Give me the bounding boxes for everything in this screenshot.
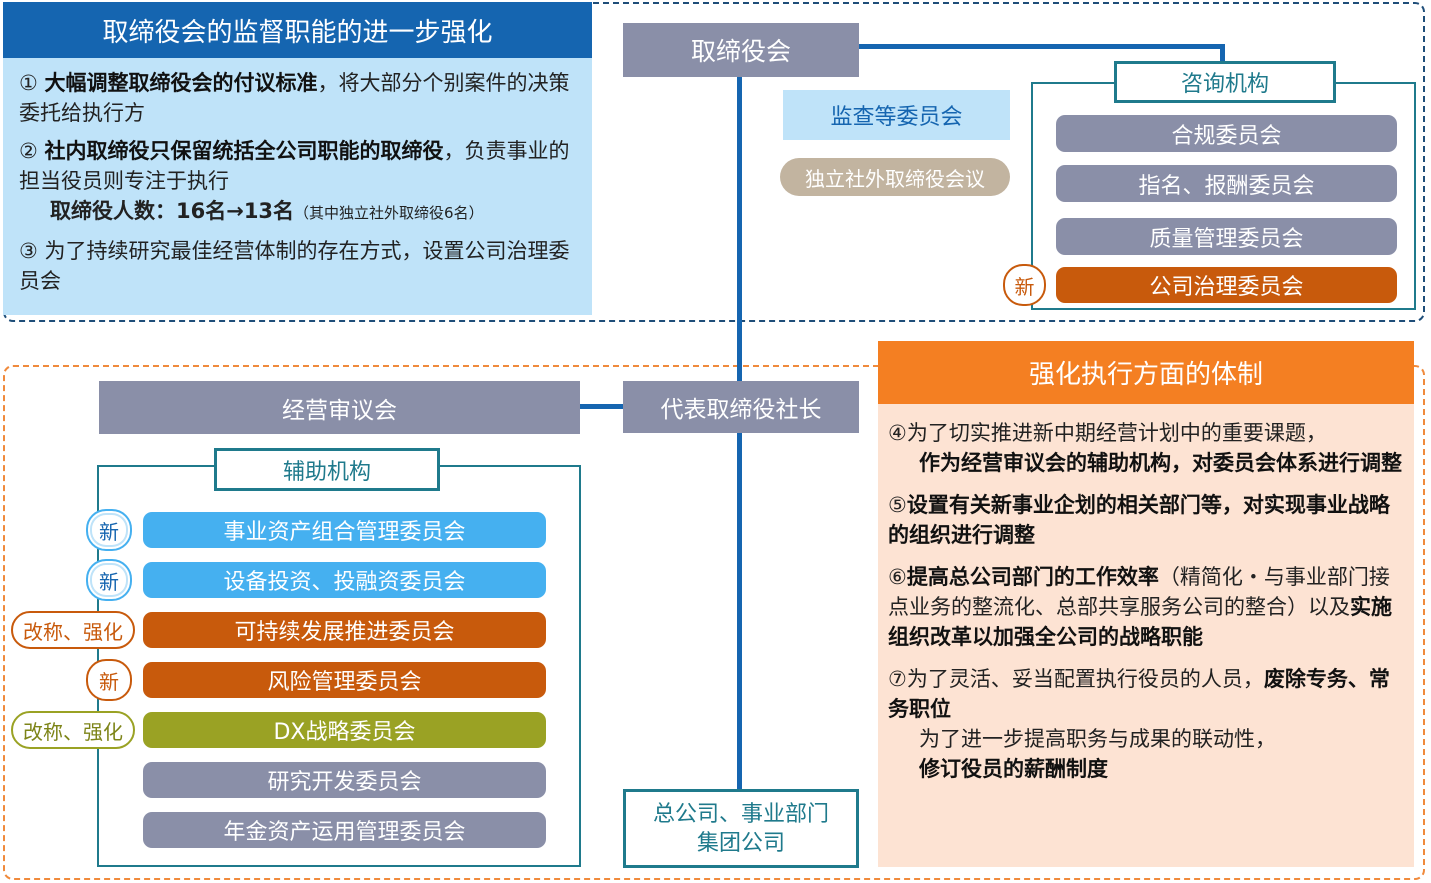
audit-committee-box: 监查等委员会 bbox=[783, 90, 1010, 140]
connector-board-to-advisory-v bbox=[1220, 44, 1225, 62]
connector-ceo-to-branch bbox=[737, 433, 742, 789]
support-bodies-label: 辅助机构 bbox=[214, 448, 440, 491]
exec-item-7: ⑦为了灵活、妥当配置执行役员的人员，废除专务、常务职位 为了进一步提高职务与成果… bbox=[888, 667, 1390, 781]
board-headcount: 取缔役人数：16名→13名（其中独立社外取缔役6名） bbox=[50, 199, 484, 223]
new-badge: 新 bbox=[86, 659, 132, 701]
support-portfolio-committee: 事业资产组合管理委员会 bbox=[143, 512, 546, 548]
headquarters-business-group-box: 总公司、事业部门 集团公司 bbox=[623, 789, 859, 868]
advisory-bodies-label: 咨询机构 bbox=[1114, 61, 1336, 103]
board-item-2: ② 社内取缔役只保留统括全公司职能的取缔役，负责事业的担当役员则专注于执行 bbox=[19, 139, 570, 193]
new-badge: 新 bbox=[1003, 264, 1046, 306]
board-panel-body: ① 大幅调整取缔役会的付议标准，将大部分个别案件的决策委托给执行方 ② 社内取缔… bbox=[3, 58, 592, 315]
advisory-compliance-committee: 合规委员会 bbox=[1056, 115, 1397, 152]
execution-panel-title: 强化执行方面的体制 bbox=[878, 341, 1414, 404]
connector-board-to-ceo bbox=[737, 77, 742, 381]
connector-board-to-advisory-h bbox=[859, 44, 1224, 49]
support-dx-committee: DX战略委员会 bbox=[143, 712, 546, 748]
board-panel-title: 取缔役会的监督职能的进一步强化 bbox=[3, 2, 592, 58]
exec-item-5: ⑤设置有关新事业企划的相关部门等，对实现事业战略的组织进行调整 bbox=[888, 493, 1390, 547]
new-badge: 新 bbox=[86, 509, 132, 551]
exec-item-6: ⑥提高总公司部门的工作效率（精简化・与事业部门接点业务的整流化、总部共享服务公司… bbox=[888, 565, 1392, 649]
ceo-box: 代表取缔役社长 bbox=[623, 381, 859, 433]
support-investment-committee: 设备投资、投融资委员会 bbox=[143, 562, 546, 598]
independent-directors-meeting: 独立社外取缔役会议 bbox=[780, 158, 1010, 196]
connector-mgmt-to-ceo bbox=[580, 404, 623, 409]
renamed-strengthened-badge: 改称、强化 bbox=[11, 611, 135, 649]
execution-panel-body: ④为了切实推进新中期经营计划中的重要课题， 作为经营审议会的辅助机构，对委员会体… bbox=[878, 404, 1414, 867]
board-item-3: ③ 为了持续研究最佳经营体制的存在方式，设置公司治理委员会 bbox=[19, 239, 570, 293]
support-sustainability-committee: 可持续发展推进委员会 bbox=[143, 612, 546, 648]
execution-group-frame bbox=[3, 365, 1425, 880]
advisory-nomination-compensation-committee: 指名、报酬委员会 bbox=[1056, 165, 1397, 202]
board-of-directors-box: 取缔役会 bbox=[623, 23, 859, 77]
board-headcount-note: （其中独立社外取缔役6名） bbox=[294, 204, 484, 222]
renamed-strengthened-badge: 改称、强化 bbox=[11, 711, 135, 749]
advisory-quality-committee: 质量管理委员会 bbox=[1056, 218, 1397, 255]
support-risk-committee: 风险管理委员会 bbox=[143, 662, 546, 698]
exec-item-4: ④为了切实推进新中期经营计划中的重要课题， 作为经营审议会的辅助机构，对委员会体… bbox=[888, 421, 1402, 475]
new-badge: 新 bbox=[86, 559, 132, 601]
branch-line-2: 集团公司 bbox=[696, 830, 785, 856]
board-item-1: ① 大幅调整取缔役会的付议标准，将大部分个别案件的决策委托给执行方 bbox=[19, 71, 570, 125]
advisory-governance-committee: 公司治理委员会 bbox=[1056, 267, 1397, 303]
branch-line-1: 总公司、事业部门 bbox=[652, 801, 829, 827]
support-pension-committee: 年金资产运用管理委员会 bbox=[143, 812, 546, 848]
support-rnd-committee: 研究开发委员会 bbox=[143, 762, 546, 798]
management-council-box: 经营审议会 bbox=[99, 381, 580, 434]
